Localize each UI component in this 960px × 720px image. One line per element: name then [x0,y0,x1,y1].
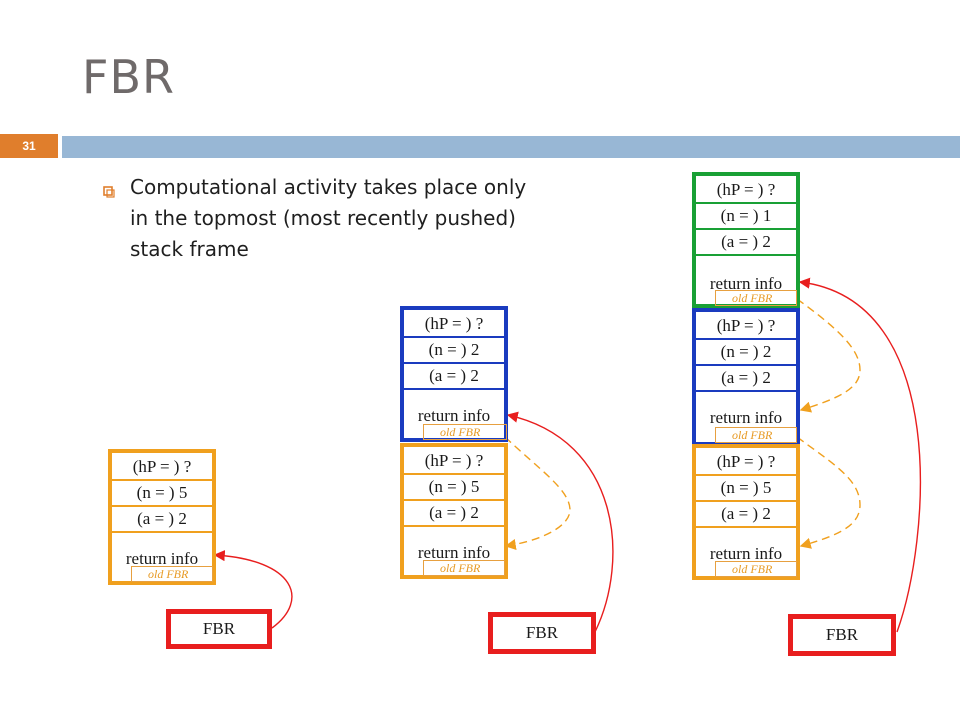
page-title: FBR [82,50,175,104]
stack-frame-orange: (hP = ) ? (n = ) 5 (a = ) 2 return info … [108,449,216,585]
n-field: (n = ) 2 [404,338,504,364]
bullet-text: Computational activity takes place only … [130,175,527,261]
fbr-register: FBR [166,609,272,649]
old-fbr-field: old FBR [423,560,505,576]
old-fbr-field: old FBR [131,566,213,582]
stack-frame-green: (hP = ) ? (n = ) 1 (a = ) 2 return info … [692,172,800,308]
stack-frame-orange: (hP = ) ? (n = ) 5 (a = ) 2 return info … [692,444,800,580]
hp-field: (hP = ) ? [696,450,796,476]
old-fbr-field: old FBR [715,427,797,443]
hp-field: (hP = ) ? [696,178,796,204]
a-field: (a = ) 2 [696,502,796,528]
page-number-badge: 31 [0,134,58,158]
stack-frame-blue: (hP = ) ? (n = ) 2 (a = ) 2 return info … [692,308,800,446]
old-fbr-dashed-arrow-3b [796,436,861,549]
old-fbr-field: old FBR [715,290,797,306]
old-fbr-field: old FBR [715,561,797,577]
hp-field: (hP = ) ? [696,314,796,340]
square-bullet-icon [103,186,115,198]
fbr-pointer-arrow-3 [798,277,922,633]
n-field: (n = ) 5 [112,481,212,507]
n-field: (n = ) 2 [696,340,796,366]
stack-frame-blue: (hP = ) ? (n = ) 2 (a = ) 2 return info … [400,306,508,442]
n-field: (n = ) 5 [696,476,796,502]
old-fbr-dashed-arrow-3a [796,298,861,413]
old-fbr-field: old FBR [423,424,507,440]
a-field: (a = ) 2 [404,364,504,390]
fbr-register: FBR [788,614,896,656]
a-field: (a = ) 2 [112,507,212,533]
return-info-field: return info [125,549,199,568]
return-info-field: return info [417,406,491,425]
hp-field: (hP = ) ? [404,312,504,338]
fbr-pointer-arrow-2 [506,411,614,633]
n-field: (n = ) 1 [696,204,796,230]
a-field: (a = ) 2 [404,501,504,527]
return-info-field: return info [709,274,783,293]
return-info-field: return info [709,408,783,427]
return-info-field: return info [417,543,491,562]
hp-field: (hP = ) ? [112,455,212,481]
fbr-pointer-arrow-1 [213,550,293,629]
stack-frame-orange: (hP = ) ? (n = ) 5 (a = ) 2 return info … [400,443,508,579]
title-bar [62,136,960,158]
return-info-field: return info [709,544,783,563]
hp-field: (hP = ) ? [404,449,504,475]
a-field: (a = ) 2 [696,366,796,392]
old-fbr-dashed-arrow-2 [504,436,571,551]
n-field: (n = ) 5 [404,475,504,501]
a-field: (a = ) 2 [696,230,796,256]
fbr-register: FBR [488,612,596,654]
